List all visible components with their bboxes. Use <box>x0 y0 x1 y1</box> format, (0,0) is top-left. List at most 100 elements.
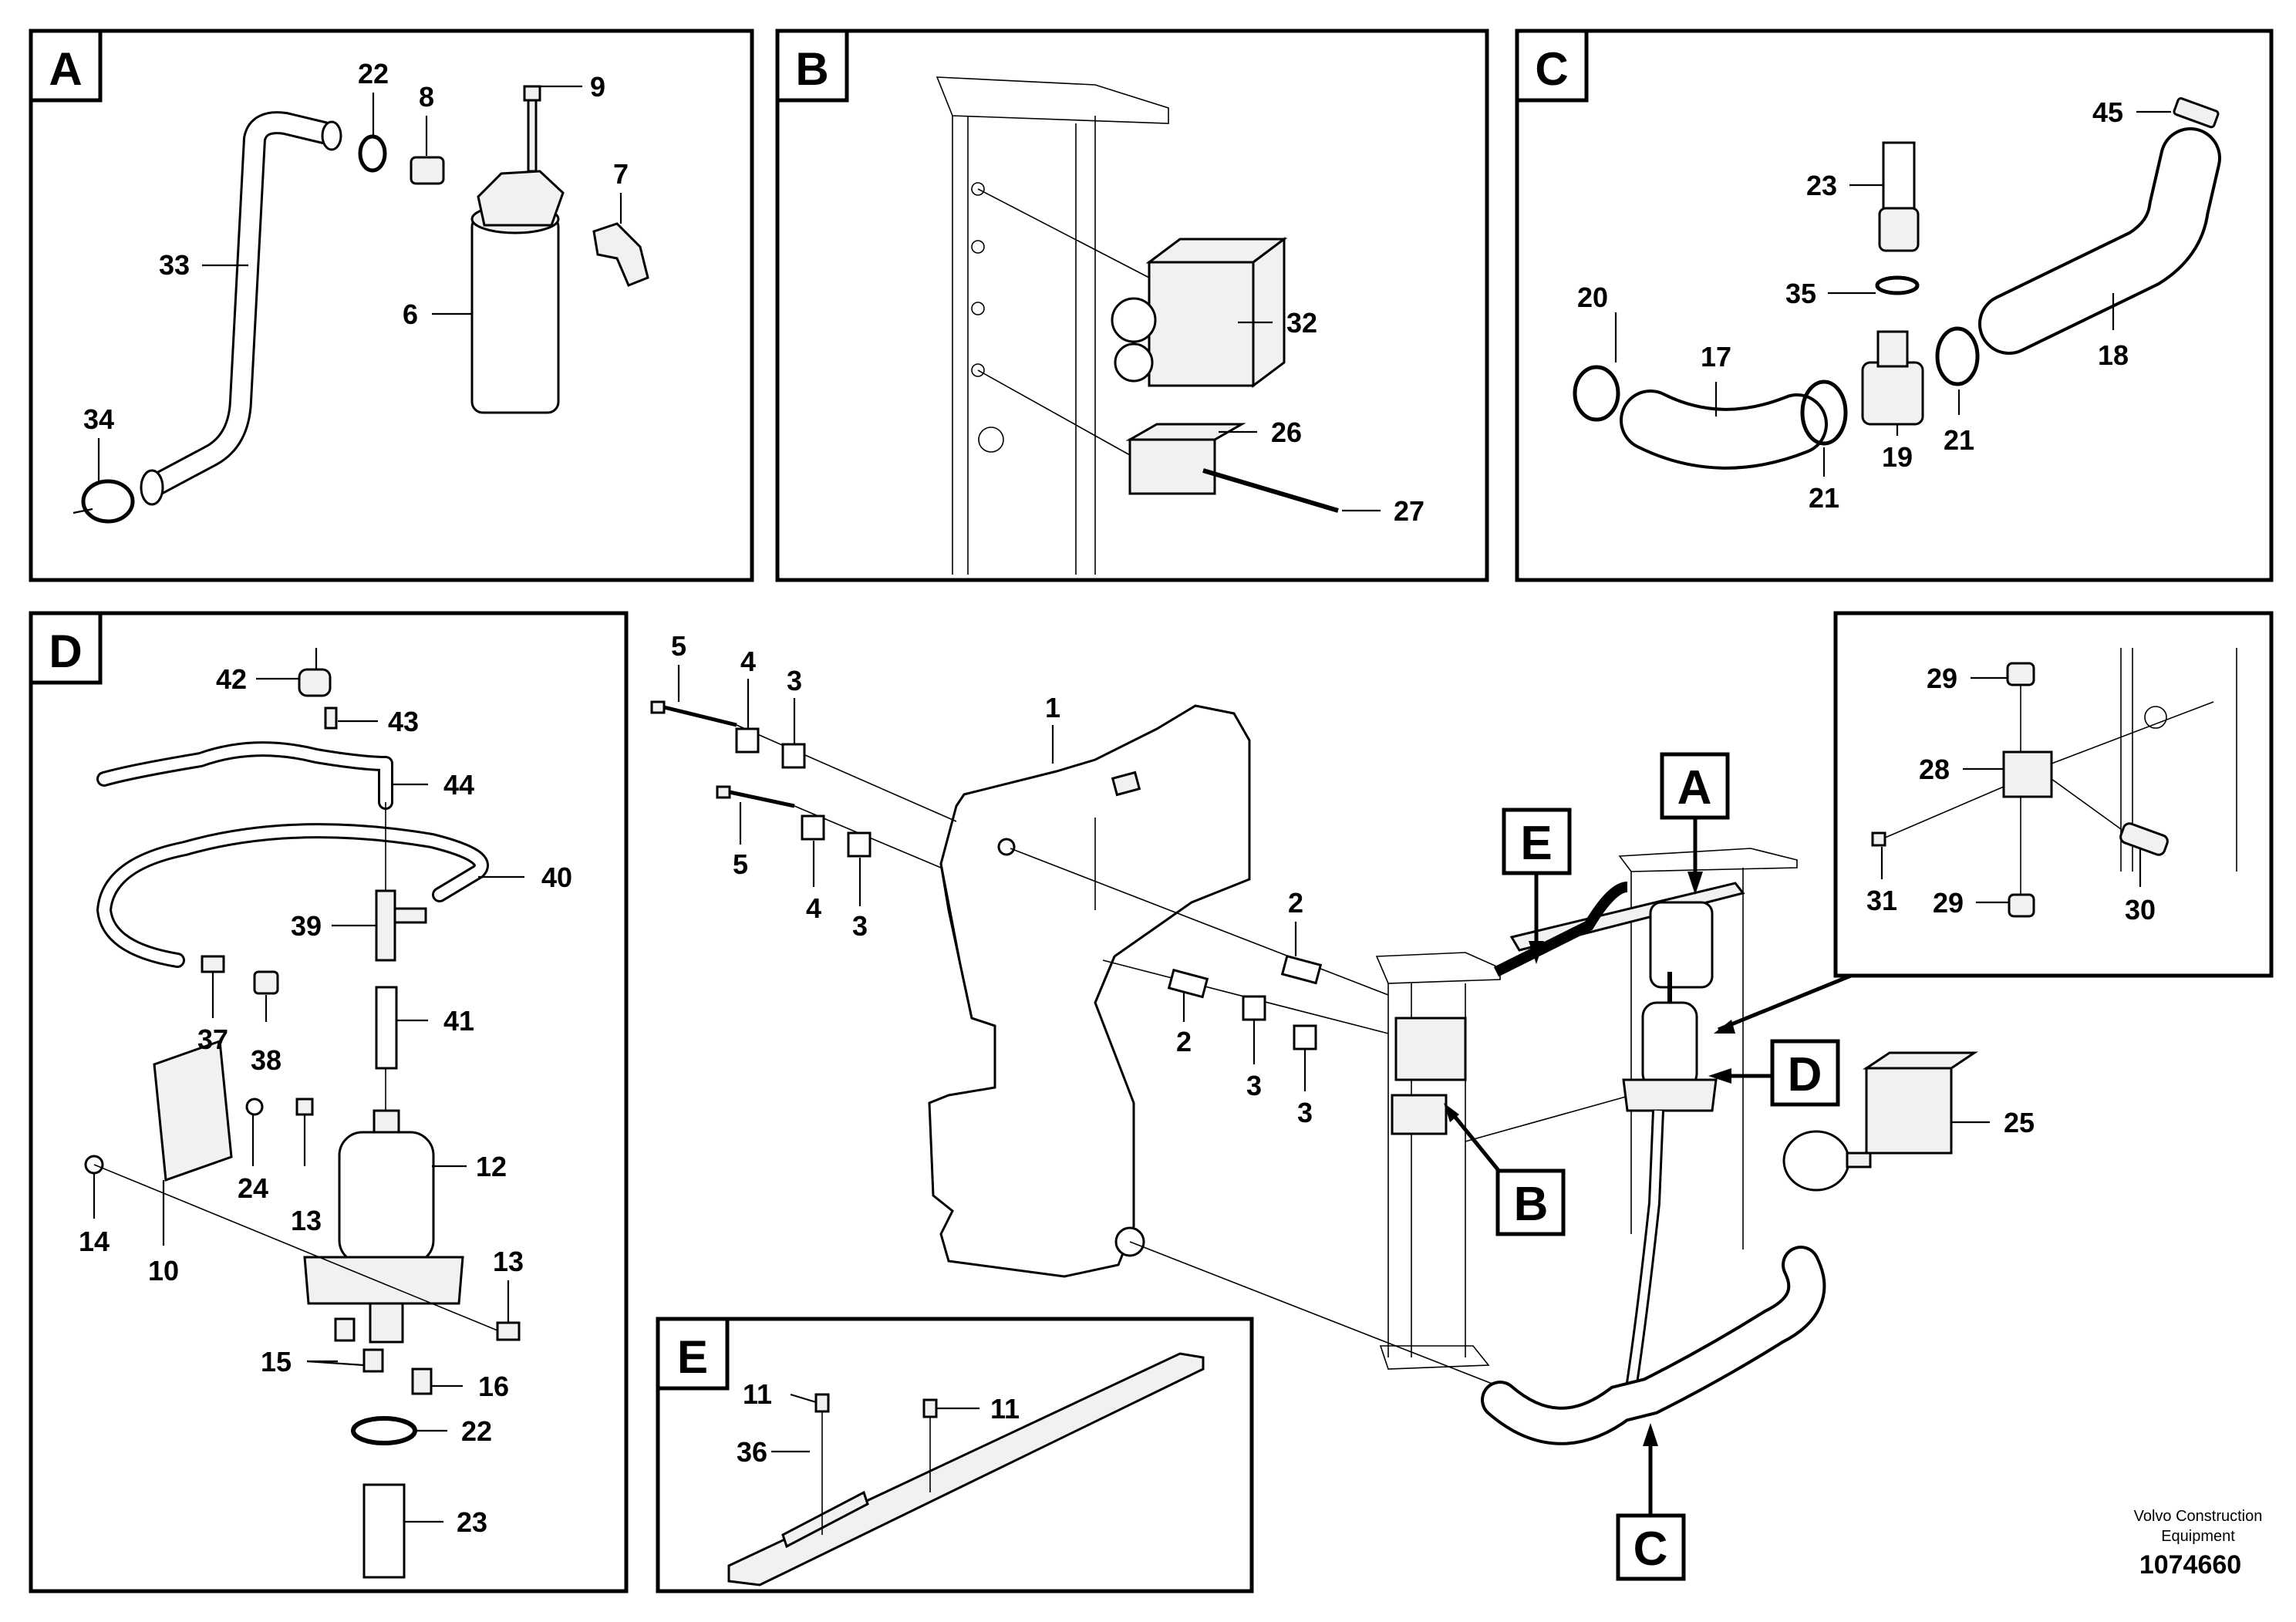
callout-a-arrow <box>1687 872 1703 895</box>
bolt-5-lower <box>729 790 795 808</box>
label-d-15: 15 <box>261 1346 292 1378</box>
pump-12-flange <box>303 1256 464 1305</box>
panel-d-letter-box <box>29 611 103 685</box>
main-hose-33 <box>1493 882 1628 977</box>
label-d-16: 16 <box>478 1371 509 1402</box>
clamp-34-axis <box>72 508 93 514</box>
tee-fitting-19 <box>1861 361 1924 426</box>
sensor-45 <box>2173 97 2220 129</box>
hose-33-end-lower <box>140 469 164 506</box>
callout-c-box <box>1616 1513 1686 1581</box>
sensor-30-axis <box>2051 778 2122 830</box>
accumulator-25-neck <box>1846 1152 1872 1168</box>
pump-12 <box>338 1131 435 1265</box>
detail-pointer <box>1718 973 1852 1032</box>
bolt-13-upper <box>295 1098 314 1116</box>
valve-32-solenoid-2 <box>1114 342 1154 383</box>
label-d-14: 14 <box>79 1226 110 1257</box>
screw-11-right <box>922 1398 938 1418</box>
spacer-2-upper <box>1280 954 1323 985</box>
label-d-38: 38 <box>251 1044 282 1076</box>
panel-b-frame <box>775 29 1489 582</box>
main-hose-c <box>1484 1249 1823 1442</box>
label-c-19: 19 <box>1882 441 1913 473</box>
bolt-13-lower <box>496 1321 521 1341</box>
detail-panel: 29 28 31 29 30 <box>1833 611 2274 978</box>
callout-d-letter: D <box>1788 1048 1822 1101</box>
fitting-15b <box>362 1348 384 1373</box>
label-main-4-upper: 4 <box>740 646 756 677</box>
column-hole-1 <box>971 182 985 196</box>
callout-b-pointer <box>1448 1109 1502 1174</box>
label-c-17: 17 <box>1701 341 1731 373</box>
callout-e-arrow <box>1529 941 1544 964</box>
valve-block-32 <box>1148 261 1255 387</box>
main-valve-32 <box>1394 1017 1467 1081</box>
valve-26-top <box>1125 423 1246 441</box>
hose-23-d <box>362 1483 406 1579</box>
valve-26 <box>1128 438 1216 495</box>
valve-block-25-top <box>1863 1051 1978 1070</box>
detail-panel-frame <box>1833 611 2274 978</box>
main-column-top <box>1375 952 1501 984</box>
washer-3-right-b <box>1293 1024 1317 1050</box>
label-b-32: 32 <box>1286 307 1317 339</box>
label-e-11-left: 11 <box>743 1378 772 1410</box>
label-main-3-right-b: 3 <box>1297 1097 1313 1128</box>
pump-12-outlet <box>369 1302 404 1344</box>
screw-43 <box>324 706 338 730</box>
clamp-22 <box>358 134 387 173</box>
label-b-26: 26 <box>1271 416 1302 448</box>
filter-head <box>477 170 565 227</box>
label-detail-29-upper: 29 <box>1927 663 1957 694</box>
main-hose-23 <box>1627 1110 1662 1389</box>
bolt-axis-lower <box>93 1164 498 1331</box>
label-d-12: 12 <box>476 1151 507 1182</box>
label-main-2-upper: 2 <box>1288 887 1303 919</box>
label-detail-28: 28 <box>1919 754 1950 785</box>
clamp-35 <box>1875 275 1920 295</box>
clamp-21-right <box>1935 326 1980 386</box>
bracket-36 <box>781 1490 869 1549</box>
label-d-44: 44 <box>443 769 474 801</box>
callout-c-letter: C <box>1633 1523 1668 1576</box>
bolt-31-axis <box>1877 786 2004 841</box>
label-d-13-upper: 13 <box>291 1205 322 1236</box>
panel-a: A 22 8 9 7 33 6 34 <box>29 29 754 582</box>
valve-block-32-side <box>1252 237 1286 388</box>
label-a-6: 6 <box>403 298 418 330</box>
label-d-40: 40 <box>541 862 572 893</box>
spacer-axis-upper <box>1010 848 1389 996</box>
tube-41 <box>375 986 398 1070</box>
bolt-5-lower-head <box>716 785 731 799</box>
screw-11-left <box>814 1393 830 1413</box>
panel-e-frame <box>656 1317 1254 1593</box>
column-hole-5 <box>978 427 1004 453</box>
elbow-29-upper <box>2006 662 2035 686</box>
cross-member <box>1465 1094 1632 1142</box>
screw-9-head <box>523 85 541 102</box>
label-e-36: 36 <box>737 1436 767 1468</box>
washer-3-lower <box>847 831 872 858</box>
label-d-37: 37 <box>197 1023 228 1055</box>
panel-c-letter: C <box>1535 43 1568 95</box>
nipple-8 <box>410 156 445 185</box>
clamp-21-left <box>1800 379 1848 446</box>
tank-breather <box>1111 771 1141 797</box>
panel-a-letter-box <box>29 29 103 103</box>
washer-24 <box>245 1098 264 1116</box>
washer-4-upper <box>735 727 760 754</box>
label-main-5-lower: 5 <box>733 848 748 880</box>
callout-a-letter: A <box>1677 761 1712 814</box>
panel-d-letter: D <box>49 626 82 677</box>
hose-18 <box>1981 130 2218 352</box>
label-main-3-lower: 3 <box>852 910 868 942</box>
leader-d15b <box>306 1360 365 1367</box>
elbow-29-lower <box>2008 893 2035 918</box>
bolt-5-upper-head <box>650 700 666 714</box>
label-main-3-upper: 3 <box>787 665 802 696</box>
fitting-37 <box>201 955 225 973</box>
spacer-2-lower <box>1167 968 1209 999</box>
label-a-9: 9 <box>590 71 605 103</box>
hose-33 <box>145 113 333 495</box>
